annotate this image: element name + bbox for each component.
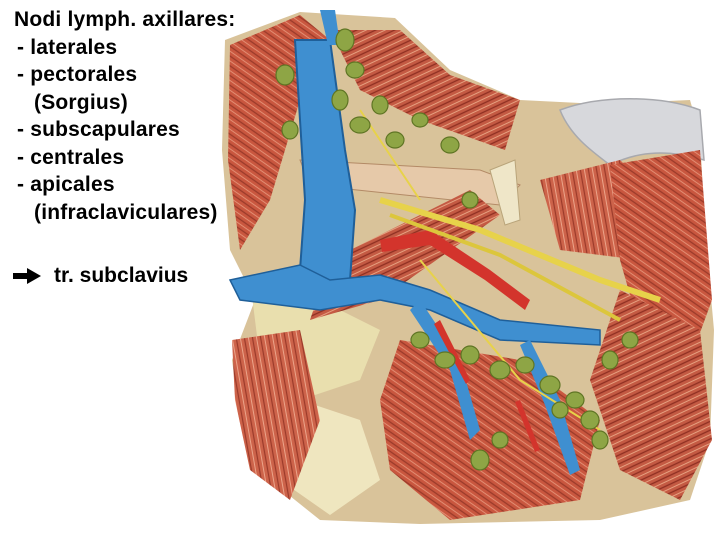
label-laterales: - laterales [17,35,118,59]
labels-title: Nodi lymph. axillares: [14,8,236,31]
axillary-artery [380,230,530,310]
label-infraclaviculares: (infraclaviculares) [34,200,218,224]
teres-major-muscle [590,290,712,500]
label-centrales: - centrales [17,145,125,169]
branch-artery [515,400,540,452]
label-apicales: - apicales [17,173,115,196]
brachial-plexus-nerves [389,213,621,322]
lymph-node-cluster [275,28,639,471]
branch-vein [320,10,340,45]
branch-artery [434,320,470,384]
nerve-branch [419,259,601,431]
brachial-plexus-nerves [379,197,661,303]
label-pectorales: - pectorales [17,63,138,86]
branch-vein [520,340,580,475]
tendon [489,159,521,226]
arrow-right-icon [13,268,41,284]
subclavian-trunk-legend: tr. subclavius [12,264,188,288]
lymph-node-labels: Nodi lymph. axillares: - laterales - pec… [14,6,235,226]
legend-label: tr. subclavius [54,264,189,287]
serratus-anterior-muscle [232,330,320,500]
label-sorgius: (Sorgius) [34,90,128,114]
subclavius-muscle [330,30,520,150]
label-subscapulares: - subscapulares [17,118,180,141]
